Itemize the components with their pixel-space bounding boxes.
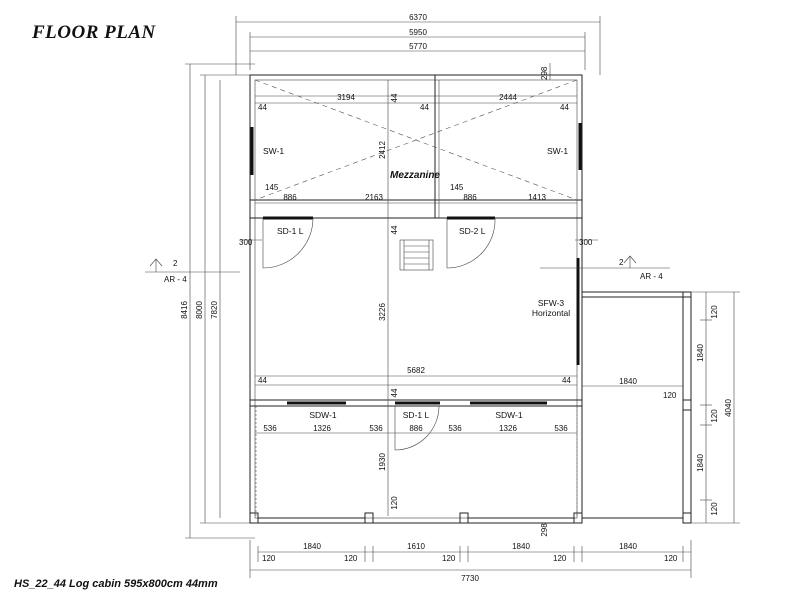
label-sfw3: SFW-3 [538, 298, 565, 308]
dim-298-top: 298 [540, 66, 549, 80]
dim-1326-b: 1326 [499, 424, 517, 433]
dim-1326-a: 1326 [313, 424, 331, 433]
internal-dimension-labels: 44 3194 44 44 2444 44 2412 145 886 2163 … [239, 93, 677, 537]
dim-1840-side: 1840 [619, 377, 637, 386]
dim-7820: 7820 [210, 301, 219, 319]
dim-3226: 3226 [378, 303, 387, 321]
dim-44-b: 44 [390, 93, 399, 102]
dim-886-a: 886 [283, 193, 297, 202]
dim-5682: 5682 [407, 366, 425, 375]
dim-2163: 2163 [365, 193, 383, 202]
dim-6370: 6370 [409, 13, 427, 22]
dim-right-120-c: 120 [710, 502, 719, 516]
dim-44-d: 44 [560, 103, 569, 112]
dim-120-side: 120 [663, 391, 677, 400]
dim-bottom-1840-a: 1840 [303, 542, 321, 551]
dim-44-a: 44 [258, 103, 267, 112]
dim-536-a: 536 [263, 424, 277, 433]
dim-1413: 1413 [528, 193, 546, 202]
dim-300-right: 300 [579, 238, 593, 247]
drawing-caption: HS_22_44 Log cabin 595x800cm 44mm [14, 578, 218, 590]
dim-44-h: 44 [390, 388, 399, 397]
dim-536-c: 536 [448, 424, 462, 433]
section-marker-right: 2 AR - 4 [540, 255, 670, 281]
dim-298-bottom: 298 [540, 523, 549, 537]
dim-right-120-a: 120 [710, 305, 719, 319]
dim-145-a: 145 [265, 183, 279, 192]
label-sd2-upper: SD-2 L [459, 226, 486, 236]
dim-3194: 3194 [337, 93, 355, 102]
internal-dimension-lines [240, 80, 598, 516]
label-horizontal: Horizontal [532, 308, 570, 318]
dim-bottom-120-c: 120 [442, 554, 456, 563]
section-right-number: 2 [619, 258, 624, 267]
label-sw1-left: SW-1 [263, 146, 284, 156]
label-sd1-upper: SD-1 L [277, 226, 304, 236]
dim-right-1840-a: 1840 [696, 344, 705, 362]
section-marker-left: 2 AR - 4 [145, 258, 240, 284]
dim-right-4040: 4040 [724, 399, 733, 417]
dim-300-left: 300 [239, 238, 253, 247]
mezzanine-void-lines [254, 79, 578, 201]
dim-bottom-120-d: 120 [553, 554, 567, 563]
dim-5770: 5770 [409, 42, 427, 51]
dim-bottom-1840-c: 1840 [619, 542, 637, 551]
dim-2412: 2412 [378, 141, 387, 159]
dim-120-vertical: 120 [390, 496, 399, 510]
dim-8000: 8000 [195, 301, 204, 319]
dim-bottom-120-a: 120 [262, 554, 276, 563]
dim-1930: 1930 [378, 453, 387, 471]
label-mezzanine: Mezzanine [390, 170, 440, 181]
section-left-number: 2 [173, 259, 178, 268]
dim-44-c: 44 [420, 103, 429, 112]
label-sdw1-right: SDW-1 [495, 410, 523, 420]
page-title: FLOOR PLAN [32, 22, 156, 43]
dim-44-g: 44 [562, 376, 571, 385]
label-sdw1-left: SDW-1 [309, 410, 337, 420]
staircase [399, 239, 434, 271]
dim-bottom-120-b: 120 [344, 554, 358, 563]
section-left-ref: AR - 4 [164, 275, 187, 284]
dim-536-d: 536 [554, 424, 568, 433]
dim-bottom-1840-b: 1840 [512, 542, 530, 551]
dim-536-b: 536 [369, 424, 383, 433]
door-swings [262, 217, 496, 451]
right-dimensions: 120 1840 120 1840 120 4040 [691, 291, 740, 524]
bottom-dimensions: 120 1840 120 1610 120 1840 120 1840 120 … [249, 540, 692, 583]
top-dimensions: 6370 5950 5770 298 [235, 13, 601, 80]
label-sd1-lower: SD-1 L [403, 410, 430, 420]
dim-8416: 8416 [180, 301, 189, 319]
dim-886-b: 886 [463, 193, 477, 202]
dim-5950: 5950 [409, 28, 427, 37]
section-right-ref: AR - 4 [640, 272, 663, 281]
walls [249, 74, 692, 524]
dim-bottom-7730: 7730 [461, 574, 479, 583]
left-dimensions: 8416 8000 7820 [180, 63, 255, 539]
label-sw1-right: SW-1 [547, 146, 568, 156]
dim-44-e: 44 [390, 225, 399, 234]
dim-right-120-b: 120 [710, 409, 719, 423]
dim-44-f: 44 [258, 376, 267, 385]
dim-right-1840-b: 1840 [696, 454, 705, 472]
room-labels: Mezzanine SW-1 SW-1 SD-1 L SD-2 L SFW-3 … [263, 146, 570, 420]
dim-886-c: 886 [409, 424, 423, 433]
dim-bottom-120-e: 120 [664, 554, 678, 563]
glazing [250, 123, 582, 405]
dim-145-b: 145 [450, 183, 464, 192]
dim-bottom-1610: 1610 [407, 542, 425, 551]
dim-2444: 2444 [499, 93, 517, 102]
